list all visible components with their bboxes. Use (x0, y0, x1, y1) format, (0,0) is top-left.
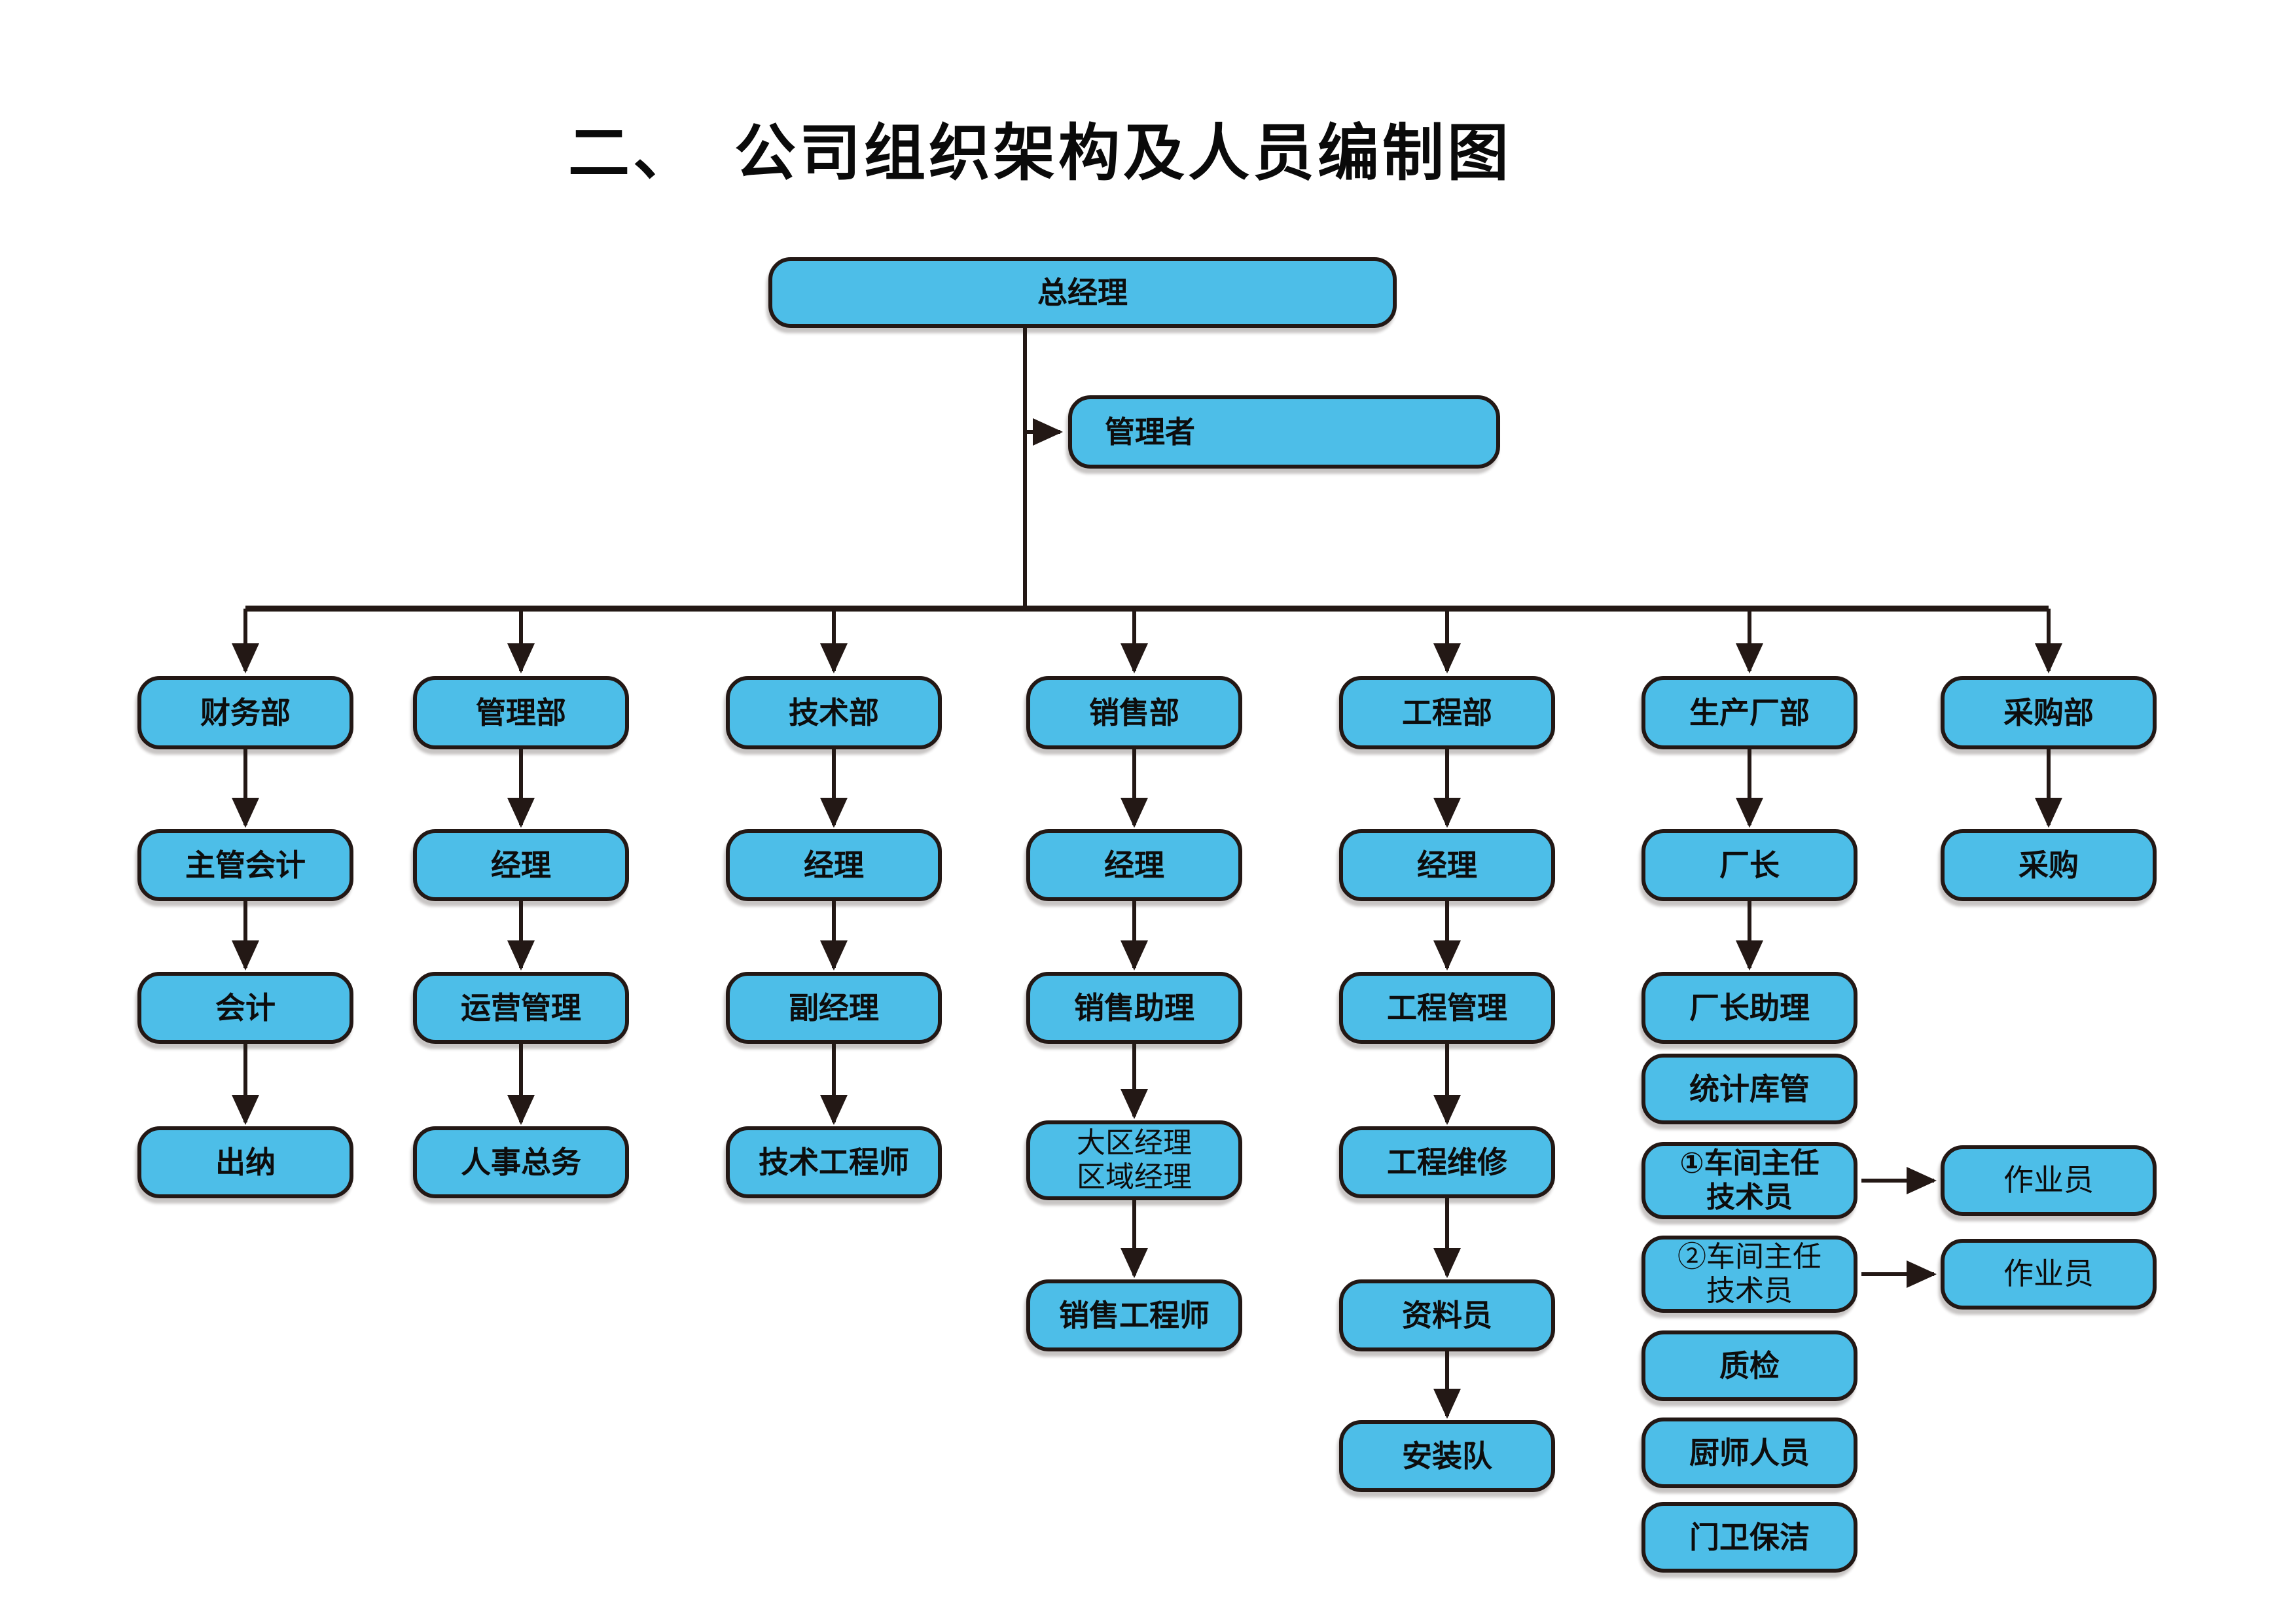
page-title-index: 二、 (568, 118, 698, 187)
node-sales-manager: 经理 (1026, 829, 1242, 901)
node-regional-manager: 大区经理 区域经理 (1026, 1120, 1242, 1200)
node-statistics-warehouse: 统计库管 (1641, 1054, 1857, 1124)
node-sales-dept: 销售部 (1026, 676, 1242, 749)
node-finance-dept: 财务部 (137, 676, 353, 749)
node-general-manager: 总经理 (768, 257, 1397, 328)
node-engineering-management: 工程管理 (1339, 972, 1555, 1044)
node-security-cleaning: 门卫保洁 (1641, 1502, 1857, 1573)
node-document-clerk: 资料员 (1339, 1279, 1555, 1351)
node-engineering-maintenance: 工程维修 (1339, 1126, 1555, 1198)
node-management-manager: 经理 (413, 829, 629, 901)
node-management-dept: 管理部 (413, 676, 629, 749)
node-deputy-manager: 副经理 (726, 972, 942, 1044)
page-title-text: 公司组织架构及人员编制图 (734, 118, 1513, 187)
node-chief-accountant: 主管会计 (137, 829, 353, 901)
node-technical-engineer: 技术工程师 (726, 1126, 942, 1198)
node-operator-2: 作业员 (1941, 1239, 2157, 1310)
node-operator-1: 作业员 (1941, 1145, 2157, 1216)
node-factory-director: 厂长 (1641, 829, 1857, 901)
node-workshop-supervisor-2: ②车间主任 技术员 (1641, 1236, 1857, 1313)
node-engineering-dept: 工程部 (1339, 676, 1555, 749)
node-workshop-supervisor-1: ①车间主任 技术员 (1641, 1142, 1857, 1219)
node-sales-assistant: 销售助理 (1026, 972, 1242, 1044)
page-title: 二、公司组织架构及人员编制图 (568, 103, 1512, 192)
node-operations-management: 运营管理 (413, 972, 629, 1044)
node-tech-dept: 技术部 (726, 676, 942, 749)
node-hr-general-affairs: 人事总务 (413, 1126, 629, 1198)
node-director-assistant: 厂长助理 (1641, 972, 1857, 1044)
node-production-dept: 生产厂部 (1641, 676, 1857, 749)
node-accountant: 会计 (137, 972, 353, 1044)
node-administrator: 管理者 (1068, 395, 1500, 469)
node-kitchen-staff: 厨师人员 (1641, 1418, 1857, 1488)
node-tech-manager: 经理 (726, 829, 942, 901)
node-quality-inspection: 质检 (1641, 1330, 1857, 1401)
node-installation-team: 安装队 (1339, 1420, 1555, 1492)
node-sales-engineer: 销售工程师 (1026, 1279, 1242, 1351)
node-purchasing-dept: 采购部 (1941, 676, 2157, 749)
node-cashier: 出纳 (137, 1126, 353, 1198)
node-purchasing: 采购 (1941, 829, 2157, 901)
node-engineering-manager: 经理 (1339, 829, 1555, 901)
